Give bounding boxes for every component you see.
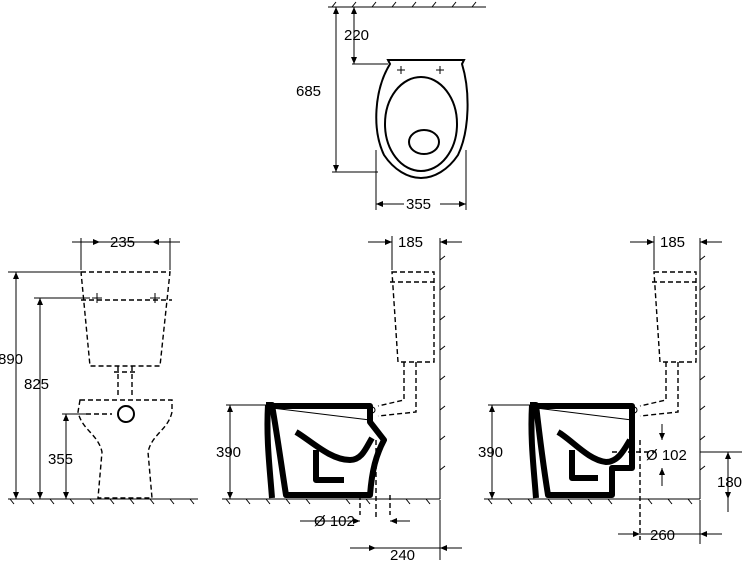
front-view: 235 890 825 355 [0, 234, 198, 505]
side-view-wall-outlet: 185 390 Ø 102 180 260 [478, 234, 742, 544]
bowl-top-outline [375, 59, 469, 180]
dim-mount-height: 825 [24, 376, 49, 393]
bowl-inner-rim [384, 76, 458, 172]
pan-front [77, 399, 173, 499]
dim-outlet-offset-2: 260 [650, 527, 675, 544]
dim-width: 355 [406, 196, 431, 213]
top-view: 220 685 355 [296, 1, 486, 213]
dim-rim-height-1: 390 [216, 444, 241, 461]
dim-outlet-diameter-2: Ø 102 [646, 447, 687, 464]
cistern-front [80, 271, 171, 367]
dim-wall-gap-2: 185 [660, 234, 685, 251]
dim-cistern-width: 235 [110, 234, 135, 251]
pan-side-outline-2 [530, 402, 635, 498]
pan-side-outline-1 [266, 402, 387, 498]
dim-rim-height-2: 390 [478, 444, 503, 461]
bowl-water-area [408, 129, 440, 155]
side-view-floor-outlet: 185 390 Ø 102 240 [216, 234, 462, 563]
dim-total-height: 890 [0, 351, 23, 368]
dim-outlet-height-2: 180 [717, 474, 742, 491]
dim-depth: 685 [296, 83, 321, 100]
dim-pan-inlet-height: 355 [48, 451, 73, 468]
dim-outlet-offset-1: 240 [390, 547, 415, 563]
dim-wall-gap-1: 185 [398, 234, 423, 251]
dim-setback: 220 [344, 27, 369, 44]
dim-outlet-diameter-1: Ø 102 [314, 513, 355, 530]
